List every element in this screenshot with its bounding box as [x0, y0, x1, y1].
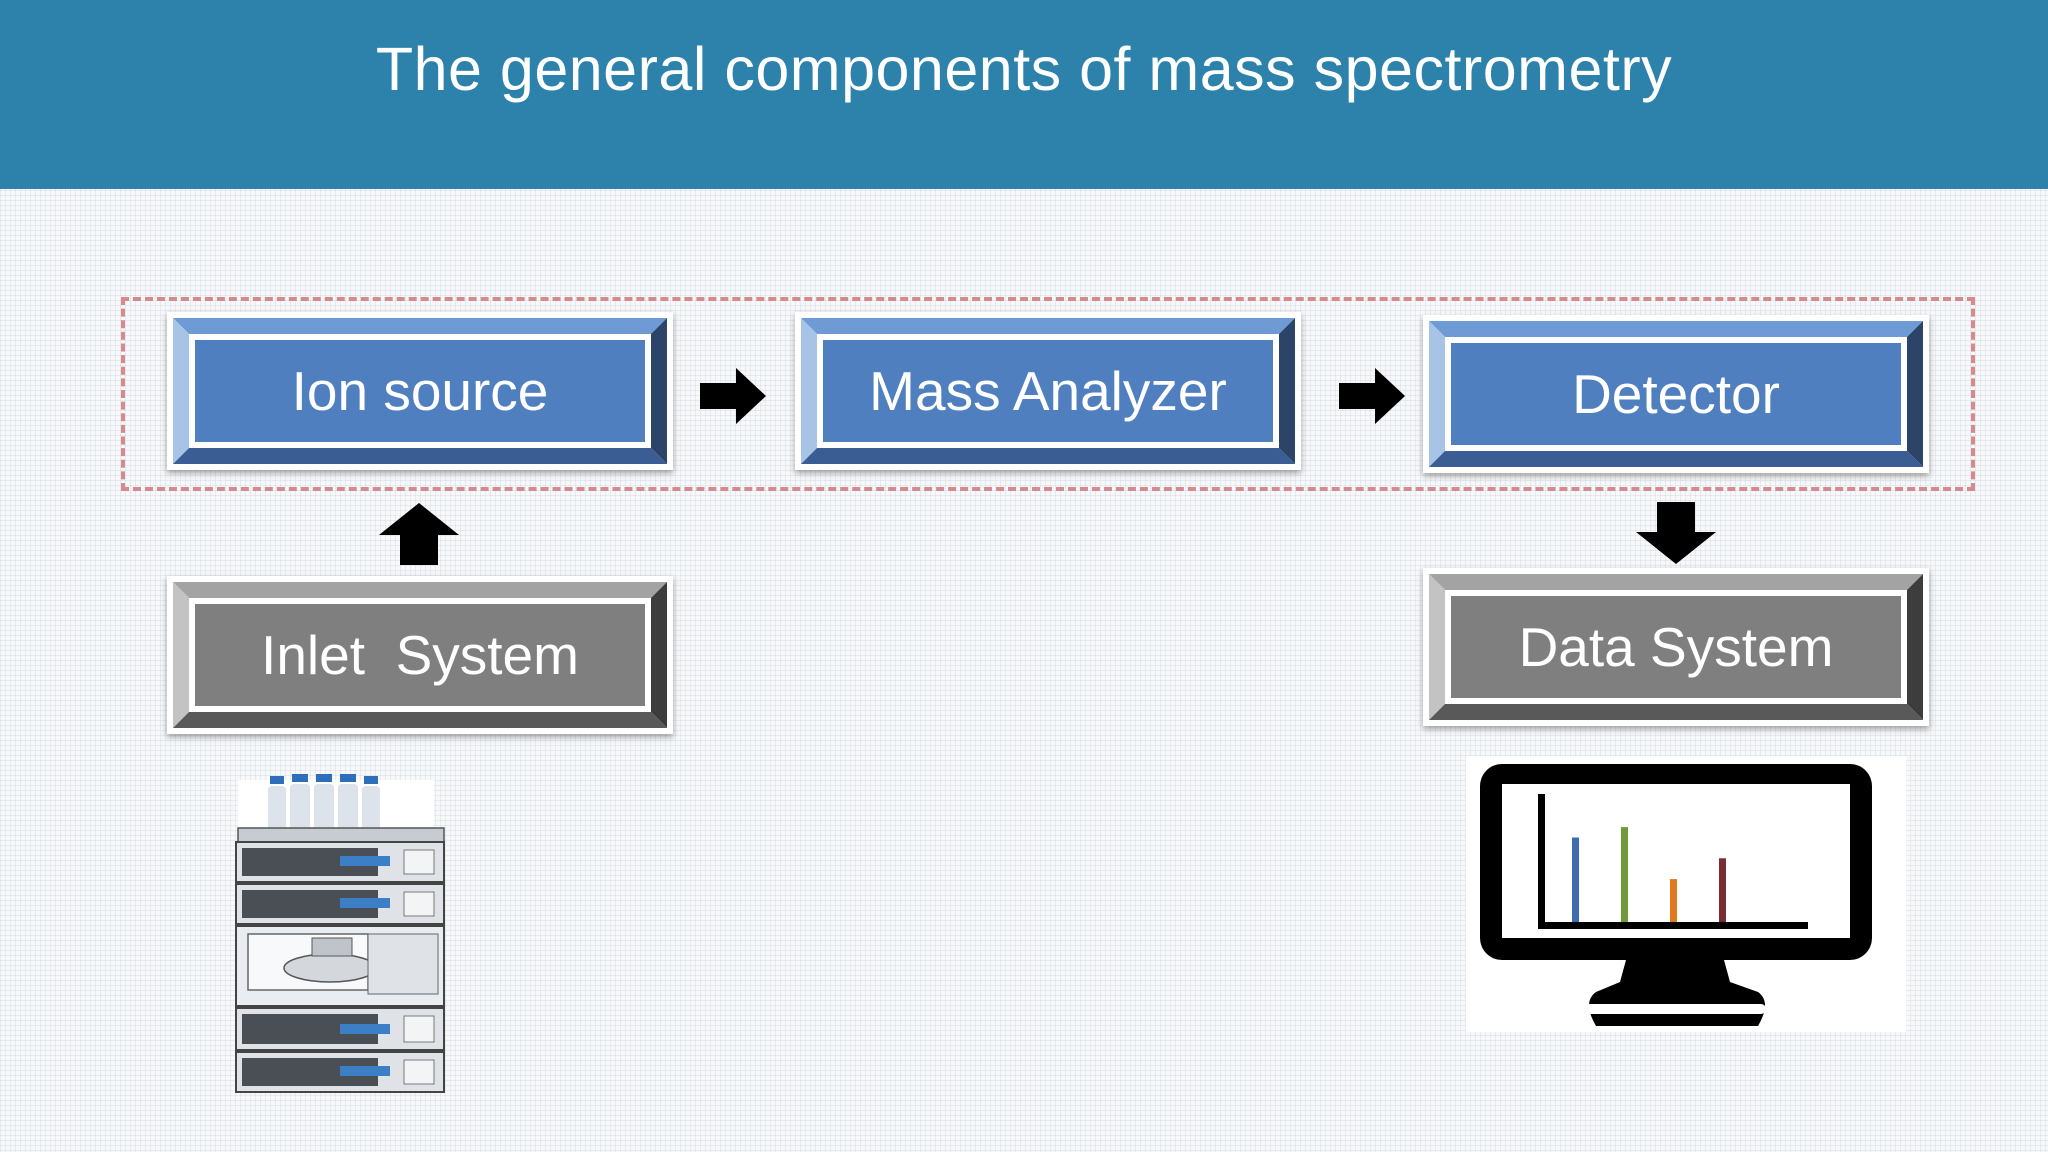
detector-box: Detector [1423, 315, 1929, 473]
data-system-label: Data System [1518, 616, 1834, 678]
ion-source-box: Ion source [167, 312, 673, 470]
arrow-detector-to-data-system [1636, 502, 1716, 564]
inlet-system-label: Inlet System [261, 624, 579, 686]
monitor-chart-bar [1719, 858, 1726, 922]
arrow-inlet-to-ion-source [379, 503, 459, 565]
slide-title: The general components of mass spectrome… [375, 35, 1673, 103]
monitor-chart-bar [1670, 879, 1677, 922]
detector-label: Detector [1572, 363, 1780, 425]
slide-header: The general components of mass spectrome… [0, 0, 2048, 189]
data-system-box: Data System [1423, 568, 1929, 726]
mass-analyzer-label: Mass Analyzer [869, 360, 1227, 422]
monitor-chart-icon [1466, 756, 1906, 1032]
monitor-chart-bar [1621, 827, 1628, 922]
ion-source-label: Ion source [291, 360, 549, 422]
arrow-ion-source-to-mass-analyzer [700, 368, 766, 424]
hplc-instrument-icon [228, 766, 468, 1102]
inlet-system-box: Inlet System [167, 576, 673, 734]
monitor-chart-bar [1572, 837, 1579, 922]
arrow-mass-analyzer-to-detector [1339, 368, 1405, 424]
mass-analyzer-box: Mass Analyzer [795, 312, 1301, 470]
ms-core-group-border [121, 297, 1975, 491]
